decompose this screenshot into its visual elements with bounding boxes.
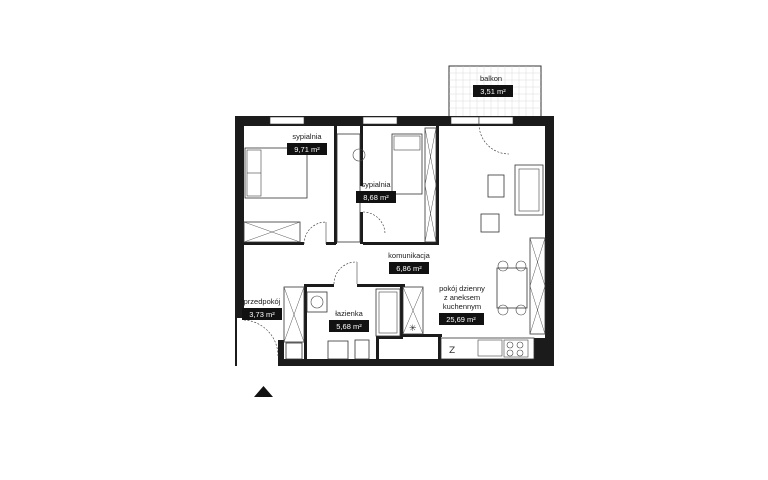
bed-2 xyxy=(391,133,423,195)
cooktop-icon xyxy=(503,339,529,358)
washing-machine-icon xyxy=(306,291,328,313)
label-komunikacja-name: komunikacja xyxy=(388,251,431,260)
narrow-cabinet xyxy=(336,133,361,243)
bathroom-furniture: ✳ xyxy=(243,261,424,360)
label-balkon-area: 3,51 m² xyxy=(480,87,506,96)
triangle-up-icon xyxy=(254,386,273,397)
toilet-icon xyxy=(354,339,370,360)
label-lazienka-area: 5,68 m² xyxy=(336,322,362,331)
hall-cabinet xyxy=(285,342,303,360)
label-sypialnia2-area-bg xyxy=(356,191,396,203)
window-1 xyxy=(269,116,305,125)
interior-walls xyxy=(244,126,442,362)
room-labels: balkon 3,51 m² sypialnia 9,71 m² sypialn… xyxy=(242,74,513,332)
washbasin-icon xyxy=(327,340,349,360)
armchair xyxy=(487,174,505,198)
balcony xyxy=(448,65,542,118)
wall-left xyxy=(235,116,244,366)
label-pokoj-name-1: pokój dzienny xyxy=(439,284,485,293)
door-swing-bathroom xyxy=(333,261,358,285)
bathtub xyxy=(375,288,401,337)
bed-1 xyxy=(244,147,308,199)
label-przedpokoj-name: przedpokój xyxy=(244,297,281,306)
dining-table xyxy=(496,267,528,309)
balcony-door-swing xyxy=(478,123,510,155)
label-balkon-area-bg xyxy=(473,85,513,97)
wall-bottom xyxy=(278,359,554,366)
label-lazienka-area-bg xyxy=(329,320,369,332)
window-3 xyxy=(450,116,480,125)
living-furniture: Z xyxy=(440,123,546,360)
label-komunikacja-area: 6,86 m² xyxy=(396,264,422,273)
bedroom1-furniture xyxy=(243,147,327,245)
label-sypialnia1-area-bg xyxy=(287,143,327,155)
label-pokoj-area: 25,69 m² xyxy=(446,315,476,324)
window-2 xyxy=(362,116,398,125)
wardrobe-1 xyxy=(243,221,301,243)
kitchen-line xyxy=(440,337,535,360)
door-swing-bedroom2 xyxy=(362,211,386,235)
shower xyxy=(402,286,424,335)
outer-walls xyxy=(235,116,554,366)
label-lazienka-name: łazienka xyxy=(335,309,363,318)
label-sypialnia2-area: 8,68 m² xyxy=(363,193,389,202)
label-pokoj-area-bg xyxy=(439,313,484,325)
balcony-grid xyxy=(449,66,541,117)
balcony-door-opening xyxy=(478,116,514,125)
label-przedpokoj-area-bg xyxy=(242,308,282,320)
wardrobe-2 xyxy=(424,127,437,243)
label-sypialnia1-area: 9,71 m² xyxy=(294,145,320,154)
fridge-symbol: Z xyxy=(449,346,455,356)
lamp-icon xyxy=(352,148,366,162)
kitchen-counter xyxy=(529,237,546,335)
sofa xyxy=(514,164,544,216)
door-swing-entrance xyxy=(243,319,279,357)
label-przedpokoj-area: 3,73 m² xyxy=(249,310,275,319)
vent-symbol: ✳ xyxy=(409,324,417,334)
wall-notch xyxy=(278,340,284,366)
label-balkon-name: balkon xyxy=(480,74,502,83)
wall-right xyxy=(545,116,554,366)
sink-icon xyxy=(477,339,503,357)
bed-2-pillow xyxy=(393,135,421,151)
coffee-table xyxy=(480,213,500,233)
label-pokoj-name-3: kuchennym xyxy=(443,302,481,311)
label-pokoj-name-2: z aneksem xyxy=(444,293,480,302)
label-sypialnia2-name: sypialnia xyxy=(361,180,391,189)
entrance-jamb xyxy=(235,318,237,366)
entrance-opening xyxy=(235,318,244,366)
wall-corner xyxy=(534,338,554,366)
hall-wardrobe xyxy=(283,286,305,343)
label-sypialnia1-name: sypialnia xyxy=(292,132,322,141)
bedroom2-furniture xyxy=(336,127,437,243)
label-komunikacja-area-bg xyxy=(389,262,429,274)
door-swing-bedroom1 xyxy=(303,221,327,245)
